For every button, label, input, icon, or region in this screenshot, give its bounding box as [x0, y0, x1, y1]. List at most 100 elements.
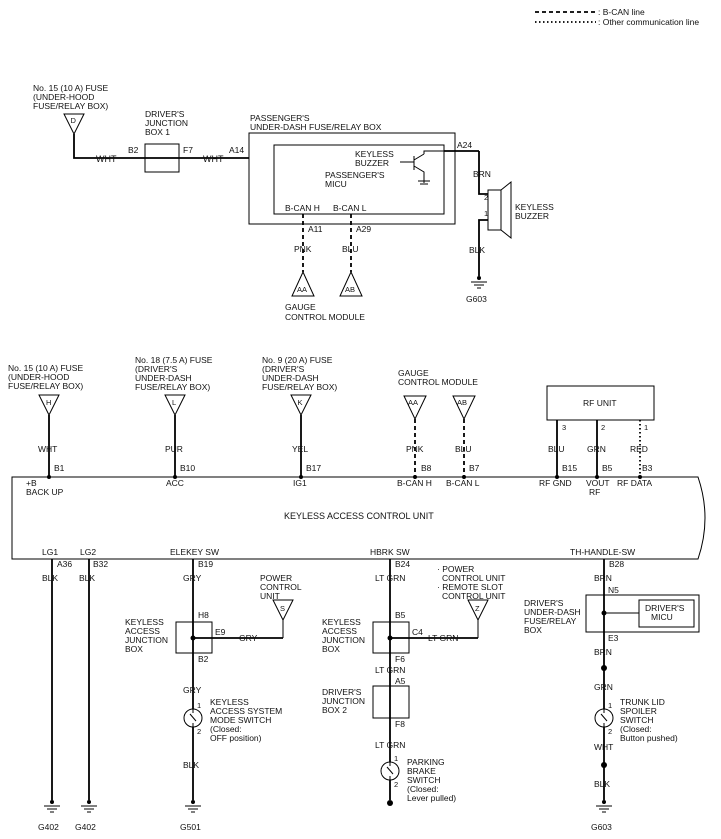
- wire-red-mid-label: RED: [630, 444, 648, 454]
- tri-ab-mid: AB: [457, 398, 467, 407]
- sw1-pin1: 1: [197, 701, 201, 710]
- kajb1-line3: JUNCTION: [125, 635, 168, 645]
- legend-other-text: : Other communication line: [598, 17, 699, 27]
- fuse-l-line3: UNDER-DASH: [135, 373, 192, 383]
- djb1-line3: BOX 1: [145, 127, 170, 137]
- wire-wht-mid: WHT: [38, 444, 57, 454]
- kajb1-line2: ACCESS: [125, 626, 160, 636]
- ground-upper: G603: [466, 294, 487, 304]
- wire-blu2-mid-label: BLU: [548, 444, 565, 454]
- wire-gry2: GRY: [183, 685, 202, 695]
- dudfrb-line1: DRIVER'S: [524, 598, 564, 608]
- term-bcanl: B-CAN L: [446, 478, 480, 488]
- fuse-l-line1: No. 18 (7.5 A) FUSE: [135, 355, 213, 365]
- pin-b17: B17: [306, 463, 321, 473]
- tlss-line3: SWITCH: [620, 715, 654, 725]
- wire-wht-1: WHT: [96, 154, 117, 164]
- kajb2-line1: KEYLESS: [322, 617, 361, 627]
- pin-c4: C4: [412, 627, 423, 637]
- djb2-line3: BOX 2: [322, 705, 347, 715]
- bcan-l: B-CAN L: [333, 203, 367, 213]
- kajb2-line2: ACCESS: [322, 626, 357, 636]
- fuse-k-line2: (DRIVER'S: [262, 364, 305, 374]
- kajb1-line4: BOX: [125, 644, 143, 654]
- fuse-h-triangle: [38, 394, 60, 417]
- fuse-l-triangle: [164, 394, 186, 417]
- djb2-line1: DRIVER'S: [322, 687, 362, 697]
- triangle-aa-mid: [403, 395, 427, 421]
- wire-brn2: BRN: [594, 647, 612, 657]
- tlss-line2: SPOILER: [620, 706, 657, 716]
- term-acc: ACC: [166, 478, 184, 488]
- rf-pin3: 3: [562, 423, 566, 432]
- rf-pin2: 2: [601, 423, 605, 432]
- term-bcanh: B-CAN H: [397, 478, 432, 488]
- ground-g402a: G402: [38, 822, 59, 832]
- middle-section: No. 15 (10 A) FUSE (UNDER-HOOD FUSE/RELA…: [8, 355, 706, 560]
- pin-b19: B19: [198, 559, 213, 569]
- triangle-ab-mid: [452, 395, 476, 421]
- fuse-k-line4: FUSE/RELAY BOX): [262, 382, 337, 392]
- ground-g402b-symbol: [81, 800, 97, 813]
- dudfrb-line2: UNDER-DASH: [524, 607, 581, 617]
- keyless-buzzer-symbol: [487, 180, 512, 240]
- dmicu-line1: DRIVER'S: [645, 603, 685, 613]
- sw1-pin2: 2: [197, 727, 201, 736]
- fuse-d-triangle: [63, 113, 85, 136]
- djb2-box: [372, 685, 410, 719]
- kasms-line3: MODE SWITCH: [210, 715, 271, 725]
- pbs-line4: (Closed:: [407, 784, 439, 794]
- pmicu-box: [273, 144, 445, 215]
- legend: : B-CAN line : Other communication line: [535, 7, 699, 27]
- pin-a5: A5: [395, 676, 406, 686]
- wire-blk: BLK: [469, 245, 485, 255]
- pin-n5: N5: [608, 585, 619, 595]
- pin-f8: F8: [395, 719, 405, 729]
- dmicu-box: [638, 599, 695, 628]
- gcm-upper-line2: CONTROL MODULE: [285, 312, 365, 322]
- gcm-upper-line1: GAUGE: [285, 302, 316, 312]
- term-voutrf1: VOUT: [586, 478, 610, 488]
- pin-b32: B32: [93, 559, 108, 569]
- kacu-title: KEYLESS ACCESS CONTROL UNIT: [284, 511, 434, 521]
- term-rfdata: RF DATA: [617, 478, 652, 488]
- kajb1-line1: KEYLESS: [125, 617, 164, 627]
- term-backup: BACK UP: [26, 487, 64, 497]
- ground-g603-upper: [471, 276, 487, 289]
- pin-b5-mid: B5: [602, 463, 613, 473]
- legend-bcan-text: : B-CAN line: [598, 7, 645, 17]
- pudfrb-line2: UNDER-DASH FUSE/RELAY BOX: [250, 122, 382, 132]
- wire-ltgrn-side-label: LT GRN: [428, 633, 458, 643]
- wire-gry1: GRY: [183, 573, 202, 583]
- fuse-k-triangle: [290, 394, 312, 417]
- pin-b24: B24: [395, 559, 410, 569]
- wire-fuse-d: [73, 134, 145, 159]
- dmicu-line2: MICU: [651, 612, 673, 622]
- pmicu-line1: PASSENGER'S: [325, 170, 385, 180]
- fuse-h-line1: No. 15 (10 A) FUSE: [8, 363, 83, 373]
- pbs-line1: PARKING: [407, 757, 445, 767]
- kb-inner-line2: BUZZER: [355, 158, 389, 168]
- pbs-line5: Lever pulled): [407, 793, 456, 803]
- ground-g603-lower: G603: [591, 822, 612, 832]
- pudfrb-line1: PASSENGER'S: [250, 113, 310, 123]
- pcu2-letter: Z: [475, 604, 480, 613]
- wire-brn-buzzer: [478, 151, 488, 195]
- fuse-k-line3: UNDER-DASH: [262, 373, 319, 383]
- term-rfgnd: RF GND: [539, 478, 572, 488]
- bcan-h: B-CAN H: [285, 203, 320, 213]
- buzzer-line1: KEYLESS: [515, 202, 554, 212]
- rf-unit-box: [546, 385, 655, 421]
- ground-g402a-symbol: [44, 800, 60, 813]
- tlss-line5: Button pushed): [620, 733, 678, 743]
- sw3-pin1: 1: [608, 701, 612, 710]
- pcu2-line3: · REMOTE SLOT: [437, 582, 503, 592]
- kasms-line5: OFF position): [210, 733, 262, 743]
- wire-pnk-mid-label: PNK: [406, 444, 424, 454]
- ground-g501: G501: [180, 822, 201, 832]
- pin-b2-lower: B2: [198, 654, 209, 664]
- wire-gry-side-label: GRY: [239, 633, 258, 643]
- lower-section: A36 B32 BLK BLK G402 G402 B19 GRY KEYLES…: [38, 559, 700, 832]
- pin-a36: A36: [57, 559, 72, 569]
- pcu2-line1: · POWER: [437, 564, 474, 574]
